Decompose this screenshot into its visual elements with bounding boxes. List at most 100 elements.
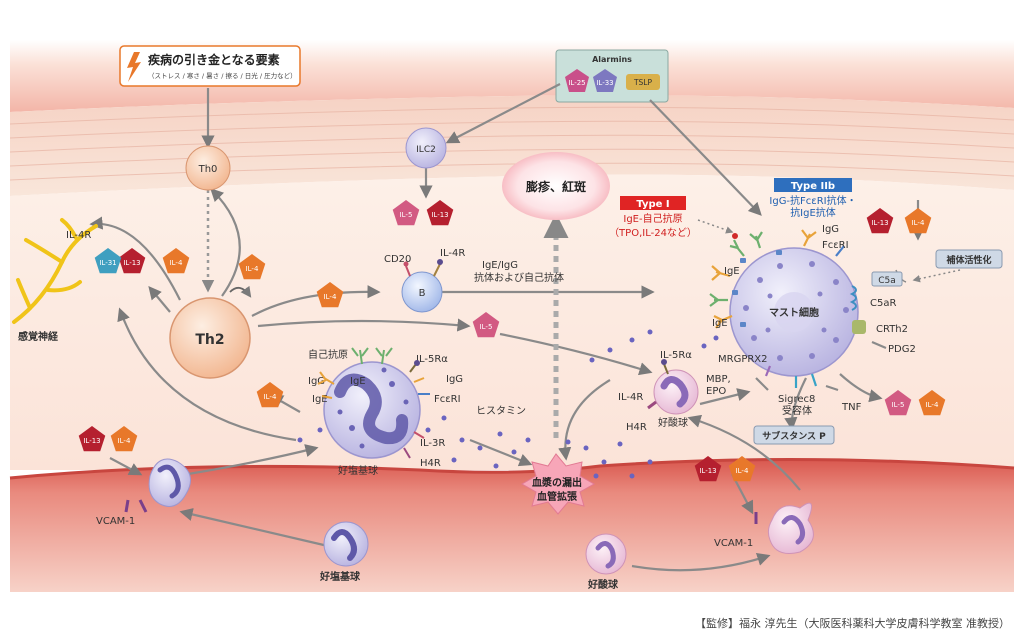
il13-pentagon [866, 208, 894, 234]
crth2-label: CRTh2 [876, 324, 908, 335]
il4r-eos-label: IL-4R [618, 392, 643, 403]
autoantigen-label: 自己抗原 [308, 348, 348, 361]
eosinophil-label: 好酸球 [658, 416, 688, 429]
il4-pentagon [316, 282, 344, 308]
il4-label: IL-4 [118, 437, 131, 445]
ige-left-label: IgE [350, 376, 366, 387]
autoab-label: 抗体および自己抗体 [474, 271, 564, 284]
basophil-bottom-label: 好塩基球 [319, 570, 361, 583]
igg-right-label: IgG [446, 374, 463, 385]
alarmins-title: Alarmins [592, 55, 632, 64]
c5a-box: C5a [871, 271, 903, 287]
alarmins-box: Alarmins IL-25 IL-33 TSLP [555, 49, 669, 103]
complement-label: 補体活性化 [945, 254, 991, 266]
leak2-label: 血管拡張 [537, 490, 578, 503]
type1-box: Type I IgE-自己抗原 （TPO,IL-24など） [609, 196, 697, 239]
il4-label: IL-4 [264, 393, 277, 401]
mbp-label: MBP, [706, 374, 731, 385]
histamine-label: ヒスタミン [476, 405, 526, 417]
il4-label: IL-4 [736, 467, 749, 475]
eosinophil-cell [647, 359, 699, 415]
mediator-dots [297, 329, 719, 479]
il25-pentagon [565, 69, 589, 92]
complement-box: 補体活性化 [935, 249, 1003, 269]
il5ra-eos-label: IL-5Rα [660, 350, 692, 361]
il13-pentagon [78, 426, 106, 452]
il13-label: IL-13 [83, 437, 100, 445]
igg-mast-label: IgG [822, 224, 839, 235]
leak1-label: 血漿の漏出 [532, 476, 582, 489]
ilc2-cell: ILC2 [405, 127, 447, 169]
plasma-leak-burst: 血漿の漏出 血管拡張 [520, 453, 596, 515]
il13-pentagon [118, 248, 146, 274]
fceri-baso-label: FcεRI [434, 394, 461, 405]
sigrec8a-label: Sigrec8 [778, 394, 815, 405]
tnf-label: TNF [841, 402, 862, 413]
il5-pentagon [392, 200, 420, 226]
il33-pentagon [593, 69, 617, 92]
type2b-box: Type IIb IgG-抗FcεRI抗体・ 抗IgE抗体 [769, 178, 857, 219]
h4r-eos-label: H4R [626, 422, 647, 433]
basophil-vessel [323, 521, 369, 567]
il3r-label: IL-3R [420, 438, 445, 449]
type1-desc2: （TPO,IL-24など） [609, 227, 697, 239]
il4-pentagon [918, 390, 946, 416]
eosinophil-vessel [585, 533, 627, 575]
fceri-mast-label: FcεRI [822, 240, 849, 251]
h4r-baso-label: H4R [420, 458, 441, 469]
trigger-box: 疾病の引き金となる要素 （ストレス / 寒さ / 暑さ / 擦る / 日光 / … [119, 45, 301, 87]
il5-pentagon [472, 312, 500, 338]
il4-pentagon [110, 426, 138, 452]
mast-cell: マスト細胞 [729, 247, 859, 377]
il4r-nerve-label: IL-4R [66, 230, 91, 241]
il13-label: IL-13 [699, 467, 716, 475]
epo-label: EPO [706, 386, 726, 397]
credit-text: 【監修】福永 淳先生（大阪医科薬科大学皮膚科学教室 准教授） [695, 617, 1010, 630]
il13-label: IL-13 [123, 259, 140, 267]
il4-label: IL-4 [324, 293, 337, 301]
il4-pentagon [162, 248, 190, 274]
th2-cell: Th2 [169, 297, 251, 379]
il5-pentagon [884, 390, 912, 416]
c5ar-receptor [849, 285, 857, 311]
th2-label: Th2 [195, 332, 224, 348]
basophil-cell [323, 361, 421, 459]
type1-label: Type I [636, 199, 669, 210]
il4-pentagon [238, 254, 266, 280]
il31-label: IL-31 [99, 259, 116, 267]
trigger-subtitle: （ストレス / 寒さ / 暑さ / 擦る / 日光 / 圧力など） [148, 71, 297, 80]
vcam-right-label: VCAM-1 [714, 538, 753, 549]
crth2-receptor [852, 320, 866, 334]
il4-label: IL-4 [912, 219, 925, 227]
il5-label: IL-5 [892, 401, 905, 409]
il5-label: IL-5 [480, 323, 493, 331]
ilc2-label: ILC2 [416, 145, 436, 155]
ige-igg-label: IgE/IgG [482, 260, 518, 271]
c5ar-label: C5aR [870, 298, 896, 309]
cd20-label: CD20 [384, 254, 411, 265]
type2b-label: Type IIb [791, 181, 835, 192]
igg-left-label: IgG [308, 376, 325, 387]
il31-pentagon [94, 248, 122, 274]
il4-pentagon [904, 208, 932, 234]
th0-label: Th0 [198, 164, 218, 175]
mrgprx2-label: MRGPRX2 [718, 354, 768, 365]
wheal-bubble: 膨疹、紅斑 [502, 152, 610, 220]
sigrec8b-label: 受容体 [782, 404, 812, 417]
b-label: B [419, 288, 426, 299]
wheal-label: 膨疹、紅斑 [525, 179, 586, 194]
il4-label: IL-4 [246, 265, 259, 273]
type2b-desc2: 抗IgE抗体 [790, 206, 836, 219]
basophil-antibodies [317, 347, 430, 459]
lightning-icon [127, 52, 141, 82]
c5a-label: C5a [878, 276, 896, 286]
il33-label: IL-33 [596, 79, 613, 87]
mast-label: マスト細胞 [769, 306, 819, 319]
b-cell: B [401, 259, 443, 313]
trigger-title: 疾病の引き金となる要素 [148, 52, 280, 67]
ige-mast2-label: IgE [712, 318, 728, 329]
ige-left2-label: IgE [312, 394, 328, 405]
